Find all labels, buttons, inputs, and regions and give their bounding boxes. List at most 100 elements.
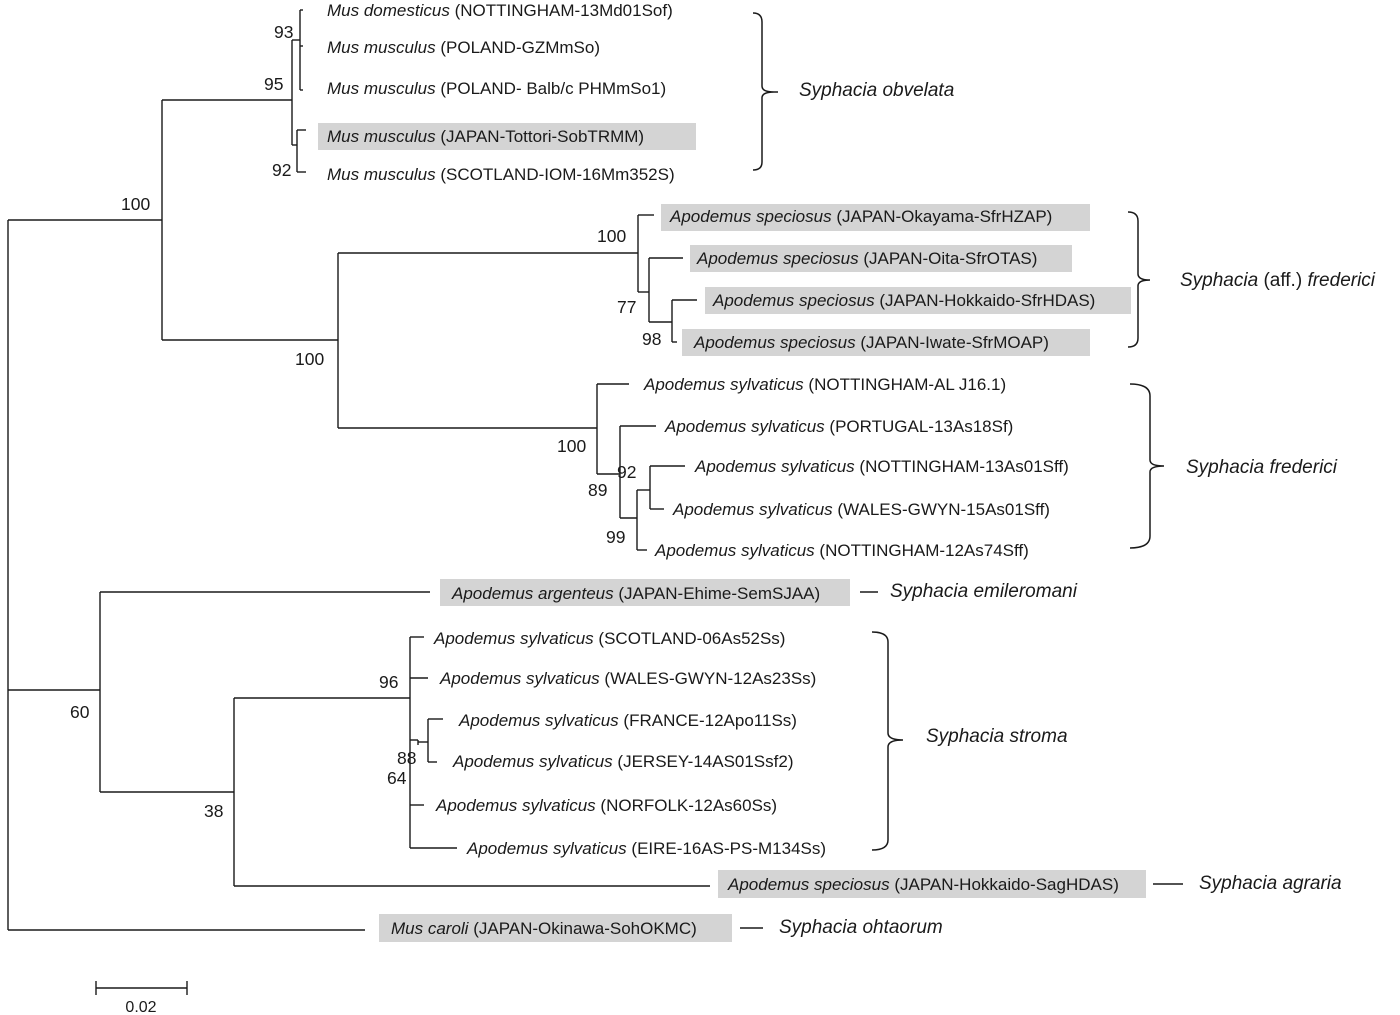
taxon-label: Apodemus sylvaticus (NOTTINGHAM-13As01Sf… (694, 457, 1069, 476)
scale-bar: 0.02 (95, 981, 188, 1015)
support-value: 93 (274, 22, 293, 42)
tree-branches (7, 9, 710, 931)
clade-label-frederici: Syphacia frederici (1186, 457, 1338, 478)
taxon-label: Apodemus argenteus (JAPAN-Ehime-SemSJAA) (451, 584, 820, 603)
taxon-sample: (SCOTLAND-06As52Ss) (598, 629, 785, 648)
highlight-box (682, 329, 1090, 356)
taxon-species: Apodemus sylvaticus (466, 839, 627, 858)
taxon-species: Apodemus sylvaticus (664, 417, 825, 436)
highlight-box (718, 870, 1146, 898)
highlight-box (690, 245, 1072, 272)
taxon-sample: (JAPAN-Tottori-SobTRMM) (440, 127, 644, 146)
taxon-species: Apodemus sylvaticus (672, 500, 833, 519)
taxon-label: Apodemus speciosus (JAPAN-Iwate-SfrMOAP) (693, 333, 1049, 352)
taxon-sample: (PORTUGAL-13As18Sf) (829, 417, 1013, 436)
taxon-species: Apodemus sylvaticus (433, 629, 594, 648)
taxon-species: Mus musculus (327, 165, 436, 184)
taxon-label: Apodemus speciosus (JAPAN-Okayama-SfrHZA… (669, 207, 1052, 226)
support-value: 99 (606, 527, 625, 547)
taxon-label: Mus musculus (SCOTLAND-IOM-16Mm352S) (327, 165, 675, 184)
taxon-label: Apodemus sylvaticus (WALES-GWYN-15As01Sf… (672, 500, 1050, 519)
taxon-sample: (NOTTINGHAM-13As01Sff) (859, 457, 1068, 476)
taxon-label: Mus musculus (POLAND-GZMmSo) (327, 38, 600, 57)
support-value: 60 (70, 702, 90, 722)
clade-label-obvelata: Syphacia obvelata (799, 80, 954, 101)
taxon-sample: (NOTTINGHAM-12As74Sff) (819, 541, 1028, 560)
taxon-label: Apodemus sylvaticus (PORTUGAL-13As18Sf) (664, 417, 1013, 436)
taxon-sample: (EIRE-16AS-PS-M134Ss) (631, 839, 826, 858)
highlight-box (705, 287, 1131, 314)
taxon-sample: (POLAND-GZMmSo) (440, 38, 600, 57)
taxon-label: Mus musculus (JAPAN-Tottori-SobTRMM) (327, 127, 644, 146)
taxon-sample: (JAPAN-Hokkaido-SagHDAS) (894, 875, 1119, 894)
highlight-box (379, 914, 732, 942)
taxon-species: Apodemus sylvaticus (654, 541, 815, 560)
taxon-species: Apodemus speciosus (727, 875, 890, 894)
clade-epithet: frederici (1307, 270, 1375, 291)
bracket-aff-frederici (1127, 211, 1151, 348)
taxon-highlights (318, 123, 1146, 942)
taxon-labels: Mus domesticus (NOTTINGHAM-13Md01Sof) Mu… (327, 1, 1119, 938)
support-value: 88 (397, 748, 416, 768)
taxon-label: Apodemus sylvaticus (SCOTLAND-06As52Ss) (433, 629, 785, 648)
taxon-species: Apodemus speciosus (696, 249, 859, 268)
taxon-label: Mus musculus (POLAND- Balb/c PHMmSo1) (327, 79, 666, 98)
clade-label-ohtaorum: Syphacia ohtaorum (779, 917, 943, 938)
taxon-label: Apodemus sylvaticus (JERSEY-14AS01Ssf2) (452, 752, 794, 771)
clade-label-emileromani: Syphacia emileromani (890, 581, 1078, 602)
taxon-sample: (FRANCE-12Apo11Ss) (623, 711, 797, 730)
taxon-label: Mus domesticus (NOTTINGHAM-13Md01Sof) (327, 1, 673, 20)
taxon-sample: (NOTTINGHAM-AL J16.1) (808, 375, 1006, 394)
taxon-sample: (SCOTLAND-IOM-16Mm352S) (440, 165, 674, 184)
taxon-sample: (JAPAN-Okayama-SfrHZAP) (836, 207, 1052, 226)
taxon-label: Apodemus sylvaticus (NORFOLK-12As60Ss) (435, 796, 777, 815)
taxon-sample: (POLAND- Balb/c PHMmSo1) (440, 79, 666, 98)
taxon-sample: (JAPAN-Iwate-SfrMOAP) (860, 333, 1049, 352)
support-value: 100 (597, 226, 626, 246)
taxon-label: Apodemus sylvaticus (WALES-GWYN-12As23Ss… (439, 669, 816, 688)
taxon-sample: (JAPAN-Ehime-SemSJAA) (618, 584, 820, 603)
support-value: 100 (295, 349, 324, 369)
taxon-label: Apodemus sylvaticus (FRANCE-12Apo11Ss) (458, 711, 797, 730)
taxon-species: Apodemus sylvaticus (435, 796, 596, 815)
taxon-species: Mus musculus (327, 38, 436, 57)
highlight-box (440, 579, 850, 606)
taxon-label: Apodemus sylvaticus (NOTTINGHAM-AL J16.1… (643, 375, 1006, 394)
highlight-box (318, 123, 696, 150)
taxon-label: Apodemus sylvaticus (NOTTINGHAM-12As74Sf… (654, 541, 1029, 560)
support-value: 89 (588, 480, 607, 500)
taxon-sample: (NOTTINGHAM-13Md01Sof) (455, 1, 673, 20)
clade-label-aff-frederici: Syphacia (aff.) frederici (1180, 270, 1376, 291)
taxon-species: Apodemus sylvaticus (458, 711, 619, 730)
taxon-species: Apodemus speciosus (669, 207, 832, 226)
support-value: 38 (204, 801, 223, 821)
clade-names: Syphacia obvelata Syphacia (aff.) freder… (779, 80, 1376, 938)
taxon-label: Apodemus sylvaticus (EIRE-16AS-PS-M134Ss… (466, 839, 826, 858)
support-value: 98 (642, 329, 661, 349)
support-value: 92 (272, 160, 291, 180)
taxon-species: Apodemus argenteus (451, 584, 614, 603)
taxon-sample: (JAPAN-Hokkaido-SfrHDAS) (879, 291, 1095, 310)
taxon-label: Mus caroli (JAPAN-Okinawa-SohOKMC) (391, 919, 697, 938)
clade-label-agraria: Syphacia agraria (1199, 873, 1342, 894)
support-value: 64 (387, 768, 407, 788)
taxon-species: Mus musculus (327, 127, 436, 146)
support-value: 92 (617, 462, 636, 482)
taxon-sample: (JAPAN-Oita-SfrOTAS) (863, 249, 1037, 268)
taxon-species: Apodemus sylvaticus (694, 457, 855, 476)
taxon-species: Mus musculus (327, 79, 436, 98)
taxon-species: Apodemus sylvaticus (452, 752, 613, 771)
taxon-species: Mus domesticus (327, 1, 450, 20)
scale-bar-label: 0.02 (125, 999, 156, 1015)
support-value: 100 (557, 436, 586, 456)
bracket-obvelata (752, 12, 775, 171)
bracket-stroma (871, 631, 904, 851)
clade-genus: Syphacia (1180, 270, 1258, 291)
taxon-sample: (JERSEY-14AS01Ssf2) (617, 752, 793, 771)
taxon-label: Apodemus speciosus (JAPAN-Hokkaido-SagHD… (727, 875, 1119, 894)
support-value: 95 (264, 74, 283, 94)
taxon-label: Apodemus speciosus (JAPAN-Oita-SfrOTAS) (696, 249, 1037, 268)
taxon-label: Apodemus speciosus (JAPAN-Hokkaido-SfrHD… (712, 291, 1095, 310)
taxon-species: Apodemus speciosus (712, 291, 875, 310)
